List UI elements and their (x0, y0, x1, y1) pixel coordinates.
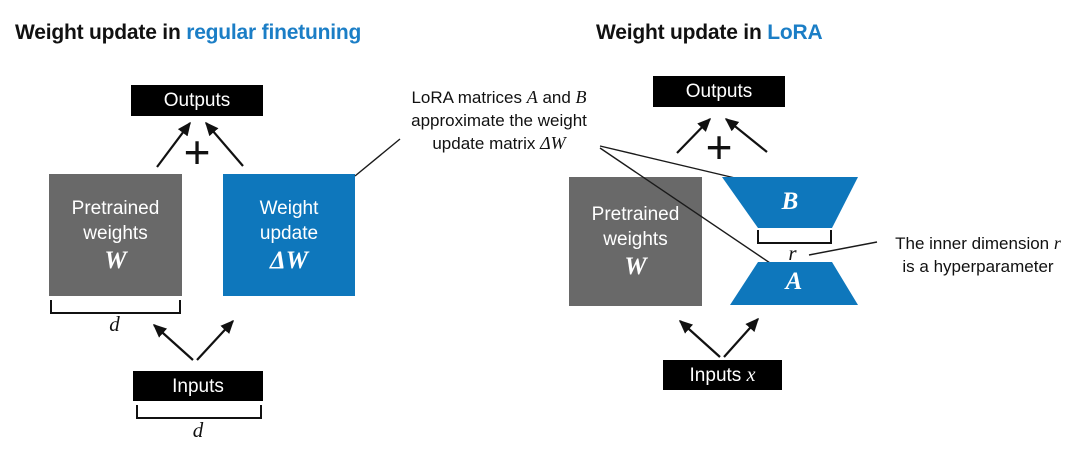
pretrained-math-w-right: W (624, 253, 647, 280)
inputs-box-left: Inputs (133, 371, 263, 401)
pretrained-weights-box-right: Pretrained weights W (569, 177, 702, 306)
plus-sign-left: + (183, 126, 211, 178)
inputs-math-x: x (746, 363, 756, 386)
callout-math-b: B (575, 87, 587, 107)
pretrained-label-left: Pretrained weights (71, 197, 160, 244)
matrix-a-label: A (785, 268, 803, 295)
arrow-left-inputs-to-blue (196, 319, 234, 361)
arrow-right-inputs-to-a (723, 317, 759, 358)
dim-bracket-weights-left (50, 300, 181, 314)
right-title-accent: LoRA (767, 21, 823, 44)
lora-callout-line3: update matrix ΔW (384, 132, 614, 155)
inputs-box-right: Inputs x (663, 360, 782, 390)
outputs-box-right: Outputs (653, 76, 785, 107)
lora-callout-line1: LoRA matrices A and B (384, 86, 614, 109)
right-title-prefix: Weight update in (596, 21, 768, 44)
dim-label-d-weights: d (109, 312, 120, 336)
dim-bracket-inputs-left (136, 405, 262, 419)
r-callout-math: r (1053, 233, 1061, 253)
callout-math-dw: ΔW (540, 133, 566, 153)
plus-sign-right: + (705, 121, 733, 173)
lora-callout-line2: approximate the weight (411, 111, 587, 130)
arrow-right-inputs-to-gray (678, 320, 721, 358)
inputs-label-left: Inputs (172, 375, 224, 397)
outputs-box-left: Outputs (131, 85, 263, 116)
weight-update-box: Weight update ΔW (223, 174, 355, 296)
left-title: Weight update in regular finetuning (15, 21, 361, 45)
weight-update-label: Weight update (259, 197, 319, 244)
dim-label-d-inputs: d (192, 418, 204, 442)
r-callout-line1: The inner dimension r (878, 232, 1078, 255)
outputs-label-left: Outputs (163, 90, 231, 111)
left-title-accent: regular finetuning (186, 21, 362, 44)
inputs-label-right: Inputs x (690, 363, 756, 388)
r-callout-pre: The inner dimension (895, 234, 1054, 253)
callout-math-a: A (526, 87, 538, 107)
lora-callout-text: LoRA matrices A and B approximate the we… (384, 86, 614, 155)
callout-line1-pre: LoRA matrices (411, 88, 527, 107)
callout-line1-mid: and (537, 88, 576, 107)
r-callout-text: The inner dimension r is a hyperparamete… (878, 232, 1078, 278)
r-callout-line2: is a hyperparameter (902, 257, 1054, 276)
inputs-prefix-right: Inputs (689, 364, 747, 386)
pretrained-math-w-left: W (104, 246, 127, 274)
callout-line3-pre: update matrix (432, 134, 541, 153)
left-title-prefix: Weight update in (15, 21, 187, 44)
dim-label-r: r (788, 241, 797, 265)
matrix-b-label: B (781, 188, 799, 215)
outputs-label-right: Outputs (685, 81, 753, 102)
pretrained-weights-box-left: Pretrained weights W (49, 174, 182, 296)
weight-update-math-dw: ΔW (270, 246, 308, 274)
pretrained-label-right: Pretrained weights (591, 204, 680, 250)
right-title: Weight update in LoRA (596, 21, 823, 45)
